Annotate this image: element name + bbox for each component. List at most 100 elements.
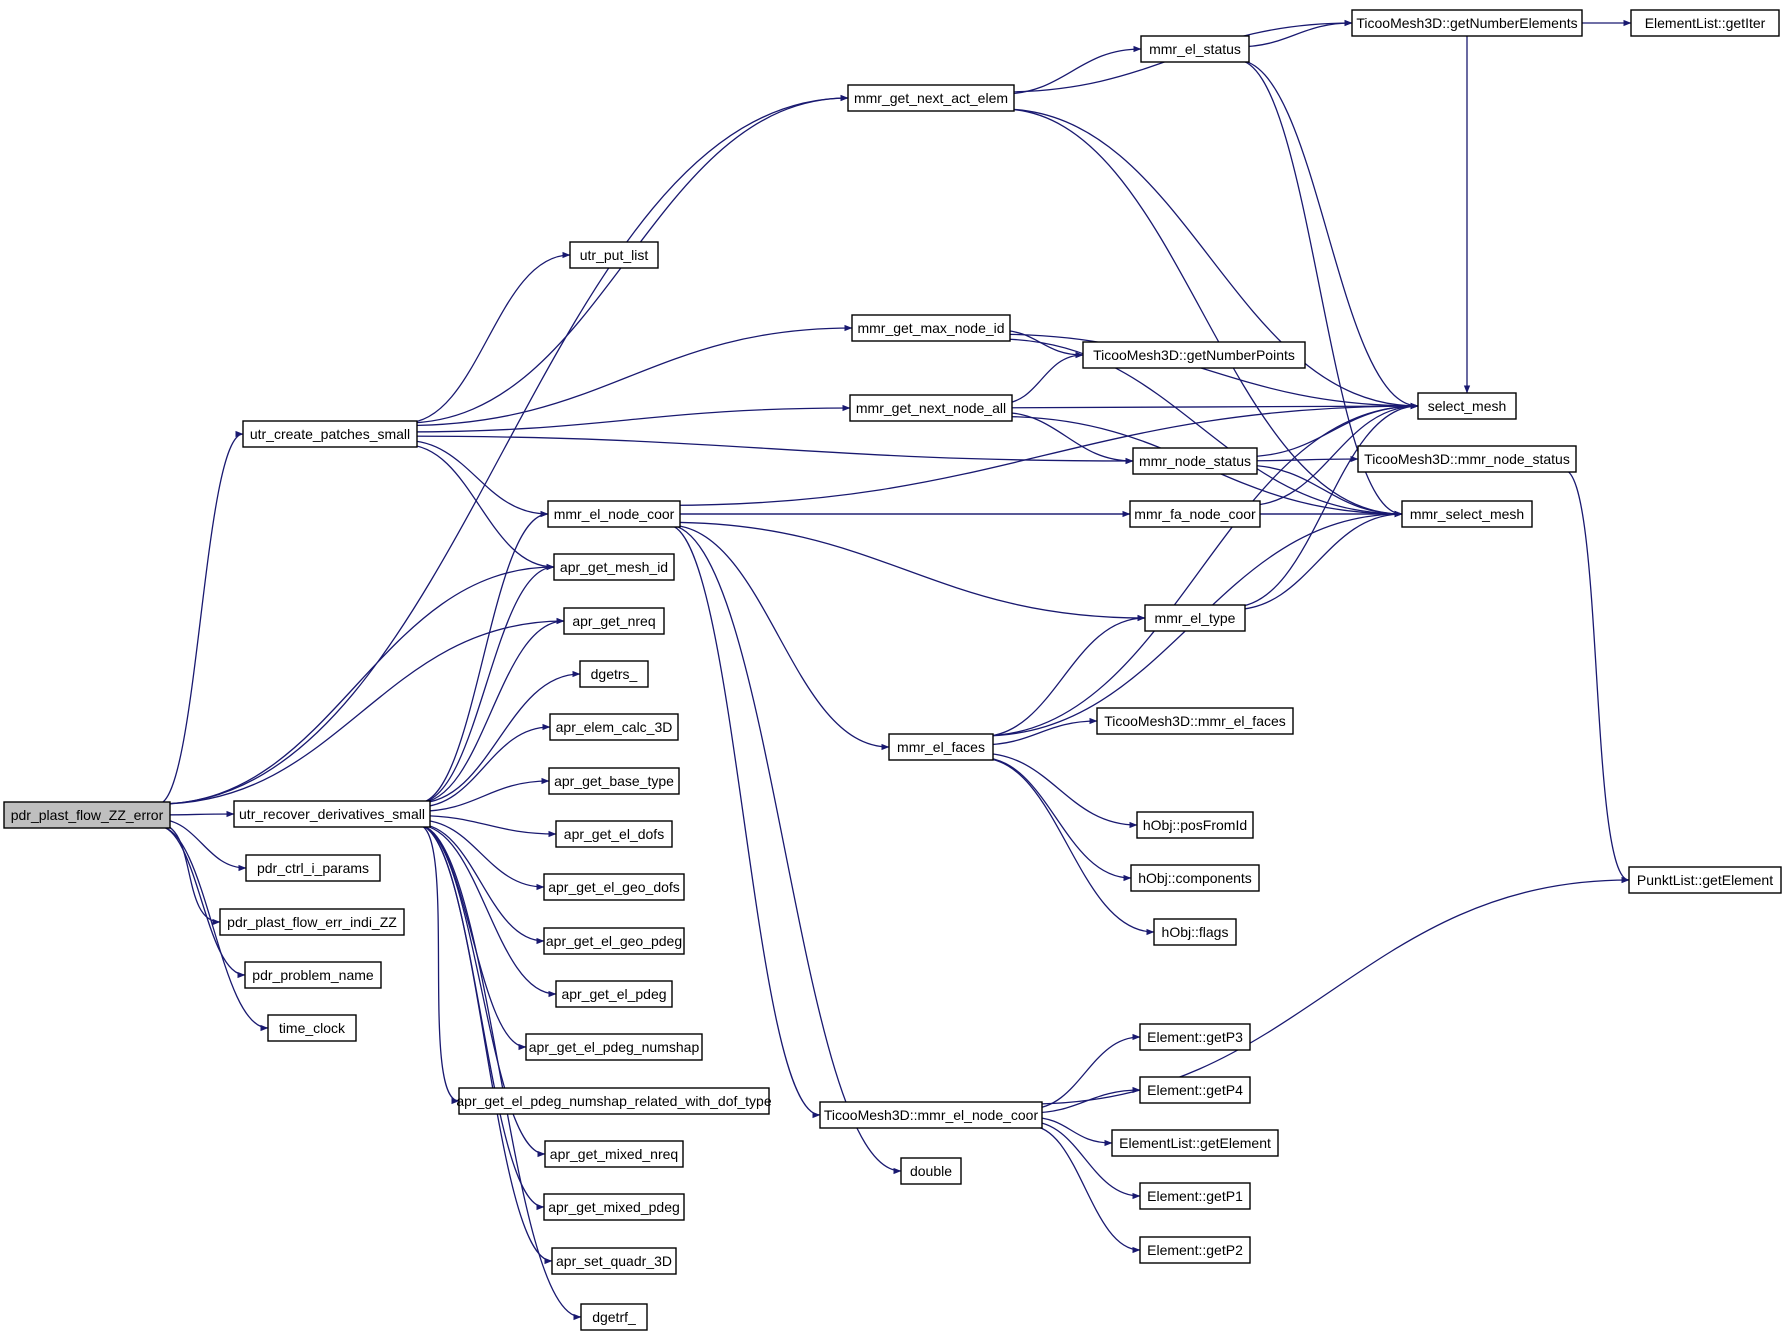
node-ticoomesh3d-mmr-el-faces[interactable]: TicooMesh3D::mmr_el_faces xyxy=(1096,707,1294,735)
node-mmr-node-status[interactable]: mmr_node_status xyxy=(1132,447,1258,475)
node-apr-get-el-pdeg[interactable]: apr_get_el_pdeg xyxy=(555,980,673,1008)
node-apr-set-quadr-3d[interactable]: apr_set_quadr_3D xyxy=(551,1247,677,1275)
node-box xyxy=(1140,35,1250,63)
edge-mmr-el-faces-to-hobj-components xyxy=(980,756,1132,882)
edge-pdr-plast-flow-zz-error-to-apr-get-nreq xyxy=(157,617,565,805)
edge-mmr-node-status-to-mmr-select-mesh xyxy=(1244,464,1403,518)
node-element-getp2[interactable]: Element::getP2 xyxy=(1139,1236,1251,1264)
node-mmr-el-type[interactable]: mmr_el_type xyxy=(1144,604,1246,632)
node-box xyxy=(847,84,1015,112)
edge-ticoomesh3d-mmr-el-node-coor-to-element-getp3 xyxy=(1029,1033,1141,1110)
node-pdr-plast-flow-err-indi-zz[interactable]: pdr_plast_flow_err_indi_ZZ xyxy=(219,908,405,936)
node-box xyxy=(579,660,649,688)
node-mmr-get-next-act-elem[interactable]: mmr_get_next_act_elem xyxy=(847,84,1015,112)
node-mmr-select-mesh[interactable]: mmr_select_mesh xyxy=(1401,500,1533,528)
edge-utr-recover-derivatives-small-to-apr-get-el-geo-pdeg xyxy=(417,823,545,945)
node-label: utr_recover_derivatives_small xyxy=(239,806,425,822)
node-box xyxy=(1132,447,1258,475)
node-box xyxy=(1096,707,1294,735)
node-mmr-get-next-node-all[interactable]: mmr_get_next_node_all xyxy=(849,394,1013,422)
node-box xyxy=(245,854,381,882)
edge-mmr-node-status-to-ticoomesh3d-mmr-node-status xyxy=(1244,455,1359,463)
node-label: mmr_get_next_node_all xyxy=(856,400,1006,416)
node-apr-get-el-geo-pdeg[interactable]: apr_get_el_geo_pdeg xyxy=(543,927,685,955)
node-box xyxy=(1139,1236,1251,1264)
node-hobj-posfromid[interactable]: hObj::posFromId xyxy=(1136,811,1254,839)
node-pdr-problem-name[interactable]: pdr_problem_name xyxy=(244,961,382,989)
node-label: double xyxy=(910,1163,952,1179)
edge-mmr-get-max-node-id-to-select-mesh xyxy=(997,333,1419,410)
node-box xyxy=(1082,341,1306,369)
node-utr-create-patches-small[interactable]: utr_create_patches_small xyxy=(242,420,418,448)
edge-mmr-el-faces-to-ticoomesh3d-mmr-el-faces xyxy=(980,717,1098,746)
node-elementlist-getelement[interactable]: ElementList::getElement xyxy=(1111,1129,1279,1157)
node-ticoomesh3d-mmr-node-status[interactable]: TicooMesh3D::mmr_node_status xyxy=(1357,445,1577,473)
node-dgetrs[interactable]: dgetrs_ xyxy=(579,660,649,688)
node-box xyxy=(569,241,659,269)
edge-mmr-get-next-act-elem-to-select-mesh xyxy=(1001,108,1419,410)
node-label: select_mesh xyxy=(1428,398,1507,414)
node-pdr-ctrl-i-params[interactable]: pdr_ctrl_i_params xyxy=(245,854,381,882)
node-element-getp1[interactable]: Element::getP1 xyxy=(1139,1182,1251,1210)
node-select-mesh[interactable]: select_mesh xyxy=(1417,392,1517,420)
node-element-getp3[interactable]: Element::getP3 xyxy=(1139,1023,1251,1051)
node-apr-get-el-pdeg-numshap[interactable]: apr_get_el_pdeg_numshap xyxy=(525,1033,703,1061)
node-box xyxy=(543,873,685,901)
edge-utr-recover-derivatives-small-to-dgetrf xyxy=(417,824,582,1321)
node-apr-get-mesh-id[interactable]: apr_get_mesh_id xyxy=(553,553,675,581)
node-label: ElementList::getIter xyxy=(1645,15,1766,31)
edge-utr-create-patches-small-to-apr-get-mesh-id xyxy=(404,443,555,571)
node-label: apr_get_el_geo_pdeg xyxy=(546,933,682,949)
node-mmr-el-node-coor[interactable]: mmr_el_node_coor xyxy=(547,500,681,528)
edge-ticoomesh3d-mmr-el-node-coor-to-element-getp2 xyxy=(1029,1125,1141,1254)
node-apr-get-nreq[interactable]: apr_get_nreq xyxy=(563,607,665,635)
node-label: TicooMesh3D::mmr_node_status xyxy=(1364,451,1570,467)
node-time-clock[interactable]: time_clock xyxy=(267,1014,357,1042)
node-box xyxy=(1139,1023,1251,1051)
edge-utr-recover-derivatives-small-to-apr-get-mesh-id xyxy=(417,563,555,804)
node-mmr-fa-node-coor[interactable]: mmr_fa_node_coor xyxy=(1129,500,1261,528)
node-label: mmr_el_node_coor xyxy=(554,506,675,522)
node-hobj-components[interactable]: hObj::components xyxy=(1130,864,1260,892)
node-elementlist-getiter[interactable]: ElementList::getIter xyxy=(1630,9,1780,37)
node-ticoomesh3d-getnumberpoints[interactable]: TicooMesh3D::getNumberPoints xyxy=(1082,341,1306,369)
edge-mmr-el-node-coor-to-select-mesh xyxy=(667,402,1419,507)
node-utr-put-list[interactable]: utr_put_list xyxy=(569,241,659,269)
node-apr-get-el-dofs[interactable]: apr_get_el_dofs xyxy=(555,820,673,848)
node-label: apr_get_el_geo_dofs xyxy=(548,879,680,895)
node-mmr-el-faces[interactable]: mmr_el_faces xyxy=(888,733,994,761)
node-mmr-el-status[interactable]: mmr_el_status xyxy=(1140,35,1250,63)
edge-mmr-el-faces-to-select-mesh xyxy=(980,402,1419,737)
node-label: Element::getP3 xyxy=(1147,1029,1243,1045)
node-pdr-plast-flow-zz-error[interactable]: pdr_plast_flow_ZZ_error xyxy=(3,801,171,829)
node-apr-elem-calc-3d[interactable]: apr_elem_calc_3D xyxy=(549,713,679,741)
node-label: pdr_problem_name xyxy=(252,967,374,983)
node-hobj-flags[interactable]: hObj::flags xyxy=(1153,918,1237,946)
node-dgetrf[interactable]: dgetrf_ xyxy=(580,1303,648,1331)
edge-utr-create-patches-small-to-utr-put-list xyxy=(404,251,571,424)
node-box xyxy=(1136,811,1254,839)
edge-utr-recover-derivatives-small-to-apr-get-el-dofs xyxy=(417,814,557,838)
node-label: utr_put_list xyxy=(580,247,649,263)
node-apr-get-el-pdeg-numshap-related-with-dof-type[interactable]: apr_get_el_pdeg_numshap_related_with_dof… xyxy=(456,1087,772,1115)
node-label: pdr_plast_flow_ZZ_error xyxy=(11,807,164,823)
node-box xyxy=(819,1101,1043,1129)
node-layer: pdr_plast_flow_ZZ_error utr_create_patche… xyxy=(3,9,1782,1331)
node-punktlist-getelement[interactable]: PunktList::getElement xyxy=(1628,866,1782,894)
node-apr-get-base-type[interactable]: apr_get_base_type xyxy=(548,767,680,795)
node-mmr-get-max-node-id[interactable]: mmr_get_max_node_id xyxy=(851,314,1011,342)
node-box xyxy=(555,980,673,1008)
node-label: TicooMesh3D::mmr_el_faces xyxy=(1104,713,1286,729)
node-apr-get-el-geo-dofs[interactable]: apr_get_el_geo_dofs xyxy=(543,873,685,901)
node-ticoomesh3d-mmr-el-node-coor[interactable]: TicooMesh3D::mmr_el_node_coor xyxy=(819,1101,1043,1129)
node-utr-recover-derivatives-small[interactable]: utr_recover_derivatives_small xyxy=(233,800,431,828)
node-apr-get-mixed-nreq[interactable]: apr_get_mixed_nreq xyxy=(544,1140,684,1168)
node-ticoomesh3d-getnumberelements[interactable]: TicooMesh3D::getNumberElements xyxy=(1351,9,1583,37)
node-label: TicooMesh3D::getNumberElements xyxy=(1356,15,1577,31)
edge-mmr-el-status-to-select-mesh xyxy=(1236,59,1419,410)
node-box xyxy=(1417,392,1517,420)
node-label: apr_get_mixed_nreq xyxy=(550,1146,678,1162)
node-apr-get-mixed-pdeg[interactable]: apr_get_mixed_pdeg xyxy=(543,1193,685,1221)
node-double[interactable]: double xyxy=(900,1157,962,1185)
node-element-getp4[interactable]: Element::getP4 xyxy=(1139,1076,1251,1104)
